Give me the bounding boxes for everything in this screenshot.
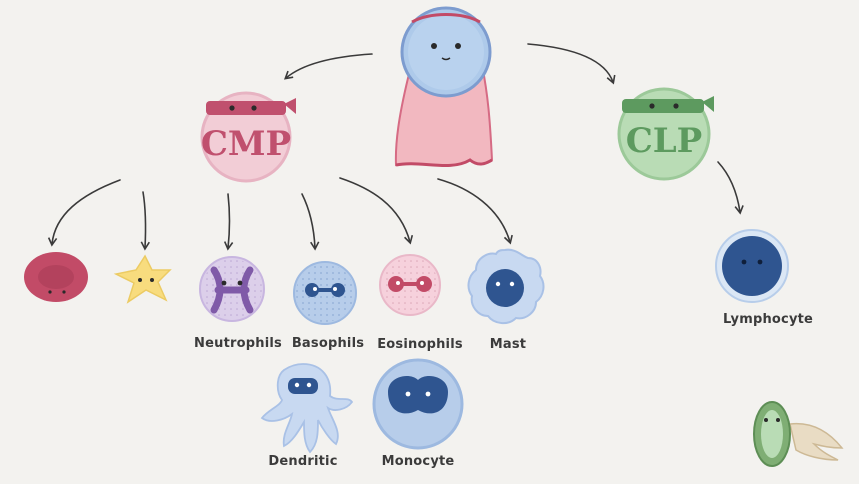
arrow-clp-to-lymphocyte [717,161,744,215]
label-basophils: Basophils [291,336,365,351]
arrow-stem-to-clp [527,43,616,85]
label-eosinophils: Eosinophils [377,337,463,352]
arrow-cmp-to-mast [437,178,513,245]
red-blood-cell [24,252,88,302]
mast-cell [467,248,545,324]
label-dendritic: Dendritic [268,454,338,469]
neutrophil-cell [199,256,265,322]
lymphocyte-cell [715,229,789,303]
basophil-cell [293,261,357,325]
label-neutrophils: Neutrophils [194,336,282,351]
clp-label: CLP [626,121,703,161]
arrow-cmp-to-eosinophil [339,177,414,245]
arrow-cmp-to-neutrophil [223,193,234,251]
clp-cell: CLP [617,87,714,181]
dendritic-cell [260,363,354,454]
label-monocyte: Monocyte [381,454,455,469]
arrows [47,43,744,251]
arrow-stem-to-cmp [284,53,373,80]
label-lymphocyte: Lymphocyte [722,312,814,327]
mini-hero-cell [753,401,844,467]
label-mast: Mast [489,337,527,352]
platelet [113,254,172,304]
eosinophil-cell [379,254,441,316]
monocyte-cell [372,358,464,450]
stem-cell-hero [394,6,494,168]
arrow-cmp-to-basophil [301,193,320,251]
cmp-label: CMP [201,124,291,164]
arrow-cmp-to-platelet [140,191,150,251]
cmp-cell: CMP [200,91,296,183]
arrow-cmp-to-rbc [47,179,121,247]
